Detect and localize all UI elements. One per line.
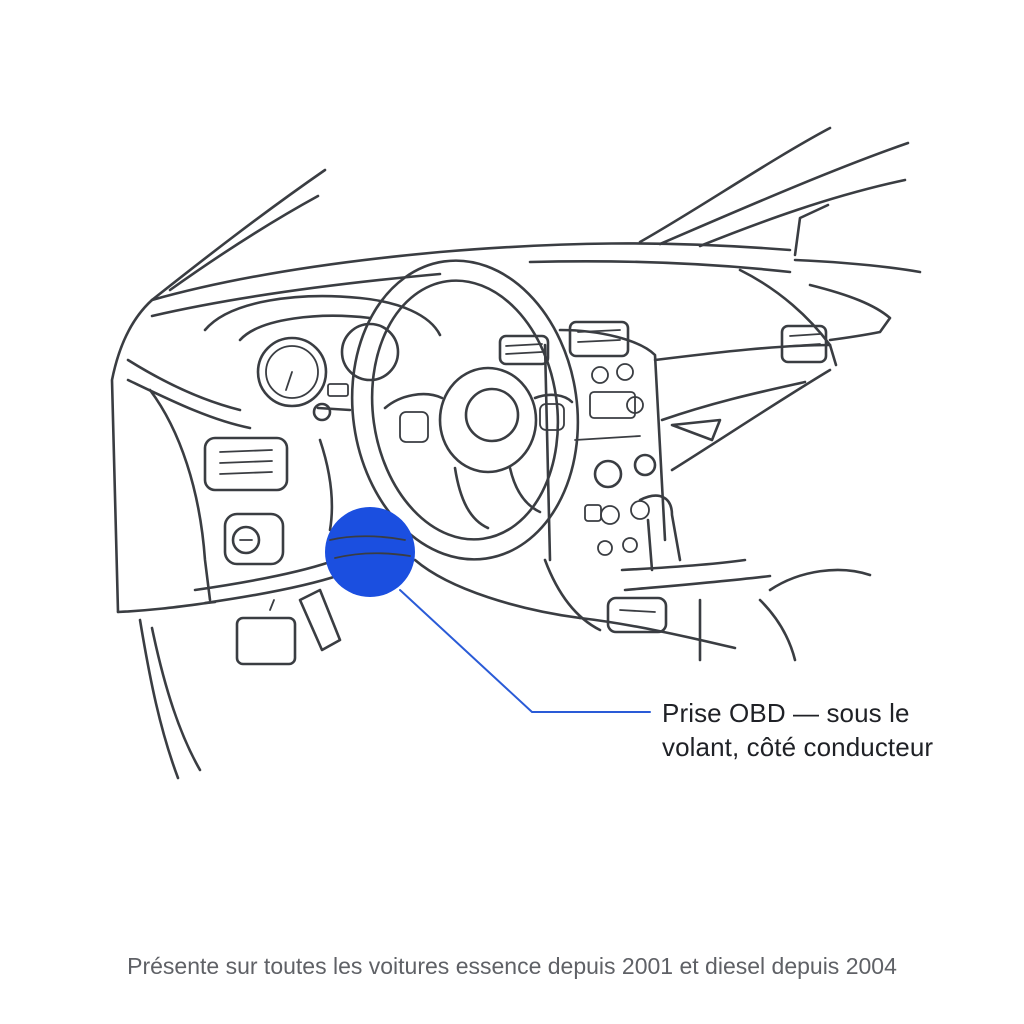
lower-dash-trim <box>193 560 342 605</box>
callout-leader-line <box>399 589 651 713</box>
dashboard-left-side <box>110 298 252 614</box>
center-console <box>498 320 667 562</box>
windshield-frame-right <box>638 126 910 248</box>
door-window-right <box>793 203 922 342</box>
air-vent-left <box>203 436 289 492</box>
steering-column <box>312 402 352 532</box>
lower-console <box>413 558 872 662</box>
door-lower-left <box>138 618 202 780</box>
footer-note: Présente sur toutes les voitures essence… <box>127 953 897 979</box>
steering-wheel <box>350 259 580 561</box>
dashboard-right <box>653 324 832 472</box>
callout-line-1: Prise OBD — sous le <box>662 698 910 728</box>
pedals <box>235 588 342 666</box>
a-pillar-left <box>150 168 327 302</box>
callout-line-2: volant, côté conducteur <box>662 732 934 762</box>
obd-callout-label: Prise OBD — sous le volant, côté conduct… <box>662 696 1002 764</box>
instrument-cluster <box>203 294 442 408</box>
light-switch-knob <box>223 512 285 566</box>
obd-port-marker-icon <box>325 507 415 597</box>
dashboard-top <box>150 242 838 367</box>
gear-shifter <box>620 494 772 592</box>
